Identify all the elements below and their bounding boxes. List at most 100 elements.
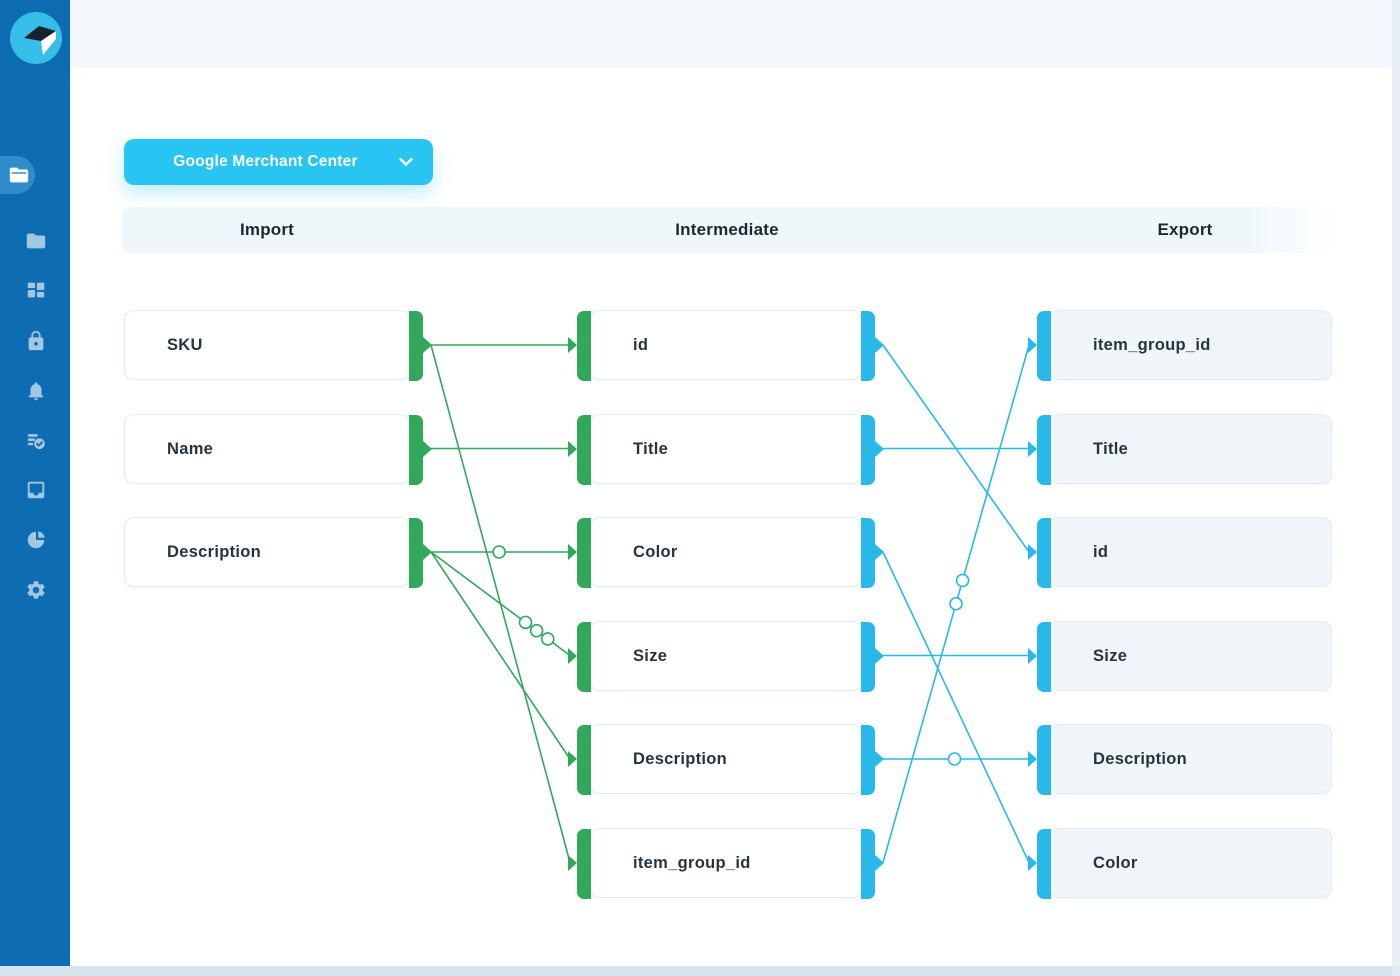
- port-arrow-icon: [568, 751, 577, 767]
- intermediate-field-box[interactable]: item_group_id: [568, 827, 884, 899]
- app-logo[interactable]: [10, 12, 62, 64]
- output-port[interactable]: [861, 828, 875, 899]
- field-label: SKU: [167, 336, 203, 354]
- port-arrow-icon: [568, 544, 577, 560]
- sidebar-item-feeds[interactable]: [8, 164, 30, 186]
- bottom-strip: [0, 966, 1400, 976]
- input-port[interactable]: [577, 518, 591, 588]
- output-port[interactable]: [861, 725, 875, 795]
- field-label: Description: [1093, 750, 1188, 768]
- port-arrow-icon: [568, 337, 577, 353]
- column-header-import: Import: [239, 220, 295, 239]
- sidebar: [0, 0, 70, 966]
- gear-icon: [27, 581, 45, 599]
- port-arrow-icon: [1028, 337, 1037, 353]
- export-field-box[interactable]: Size: [1028, 620, 1332, 692]
- export-field-box[interactable]: item_group_id: [1028, 310, 1332, 381]
- scrollbar-track[interactable]: [1392, 0, 1400, 976]
- chevron-down-icon: [399, 157, 413, 166]
- port-arrow-icon: [875, 647, 884, 664]
- sidebar-item-notifications[interactable]: [25, 380, 47, 402]
- intermediate-field-box[interactable]: Description: [568, 724, 884, 795]
- field-label: item_group_id: [633, 853, 751, 872]
- input-port[interactable]: [577, 621, 591, 692]
- port-arrow-icon: [568, 647, 577, 664]
- input-port[interactable]: [1037, 518, 1051, 588]
- field-label: Color: [1093, 853, 1138, 872]
- output-port[interactable]: [861, 311, 875, 381]
- field-label: Size: [1093, 646, 1128, 665]
- port-arrow-icon: [423, 337, 432, 353]
- field-label: id: [633, 336, 649, 354]
- output-port[interactable]: [409, 414, 423, 485]
- port-arrow-icon: [1028, 854, 1037, 871]
- layout-grid-icon: [27, 282, 45, 298]
- port-arrow-icon: [423, 544, 432, 560]
- sidebar-item-folders[interactable]: [25, 230, 47, 252]
- field-label: Title: [1093, 439, 1129, 458]
- input-port[interactable]: [1037, 621, 1051, 692]
- input-port[interactable]: [1037, 414, 1051, 485]
- output-port[interactable]: [861, 414, 875, 485]
- input-port[interactable]: [1037, 311, 1051, 381]
- port-arrow-icon: [875, 751, 884, 767]
- input-port[interactable]: [577, 414, 591, 485]
- output-port[interactable]: [409, 311, 423, 381]
- input-port[interactable]: [577, 311, 591, 381]
- port-arrow-icon: [875, 440, 884, 457]
- export-field-box[interactable]: Title: [1028, 413, 1332, 485]
- sidebar-item-dashboard[interactable]: [25, 279, 47, 301]
- sidebar-item-analytics[interactable]: [25, 529, 47, 551]
- field-label: id: [1093, 543, 1109, 561]
- output-port[interactable]: [861, 621, 875, 692]
- sidebar-item-tasks[interactable]: [25, 430, 47, 452]
- port-arrow-icon: [875, 337, 884, 353]
- input-port[interactable]: [577, 725, 591, 795]
- field-label: Size: [633, 646, 668, 665]
- field-label: Title: [633, 439, 669, 458]
- sidebar-item-settings[interactable]: [25, 579, 47, 601]
- output-port[interactable]: [409, 518, 423, 588]
- port-arrow-icon: [1028, 440, 1037, 457]
- export-field-box[interactable]: Description: [1028, 724, 1332, 795]
- sidebar-item-security[interactable]: [25, 330, 47, 352]
- intermediate-field-box[interactable]: Size: [568, 620, 884, 692]
- field-label: Description: [167, 543, 262, 561]
- sidebar-item-archive[interactable]: [25, 479, 47, 501]
- feed-selector-label: Google Merchant Center: [173, 153, 358, 170]
- folder-open-icon: [9, 167, 29, 183]
- port-arrow-icon: [1028, 544, 1037, 560]
- field-label: Color: [633, 543, 678, 561]
- port-arrow-icon: [1028, 751, 1037, 767]
- port-arrow-icon: [568, 440, 577, 457]
- field-label: item_group_id: [1093, 336, 1211, 354]
- import-field-box[interactable]: Name: [124, 413, 432, 485]
- port-arrow-icon: [568, 854, 577, 871]
- field-label: Description: [633, 750, 728, 768]
- column-header-intermediate: Intermediate: [675, 220, 779, 239]
- field-label: Name: [167, 439, 214, 458]
- port-arrow-icon: [1028, 647, 1037, 664]
- app-logo-cube-icon: [10, 12, 62, 64]
- port-arrow-icon: [423, 440, 432, 457]
- lock-icon: [28, 330, 44, 351]
- export-field-box[interactable]: Color: [1028, 827, 1332, 899]
- port-arrow-icon: [875, 544, 884, 560]
- import-field-box[interactable]: Description: [124, 517, 432, 588]
- input-port[interactable]: [577, 828, 591, 899]
- export-field-box[interactable]: id: [1028, 517, 1332, 588]
- archive-box-icon: [27, 481, 45, 499]
- feed-selector-button[interactable]: Google Merchant Center: [124, 139, 433, 185]
- intermediate-field-box[interactable]: Color: [568, 517, 884, 588]
- intermediate-field-box[interactable]: Title: [568, 413, 884, 485]
- intermediate-field-box[interactable]: id: [568, 310, 884, 381]
- port-arrow-icon: [875, 854, 884, 871]
- input-port[interactable]: [1037, 725, 1051, 795]
- top-band: [70, 0, 1400, 68]
- input-port[interactable]: [1037, 828, 1051, 899]
- import-field-box[interactable]: SKU: [124, 310, 432, 381]
- bell-icon: [28, 382, 44, 401]
- output-port[interactable]: [861, 518, 875, 588]
- column-header-bar: [122, 207, 1334, 253]
